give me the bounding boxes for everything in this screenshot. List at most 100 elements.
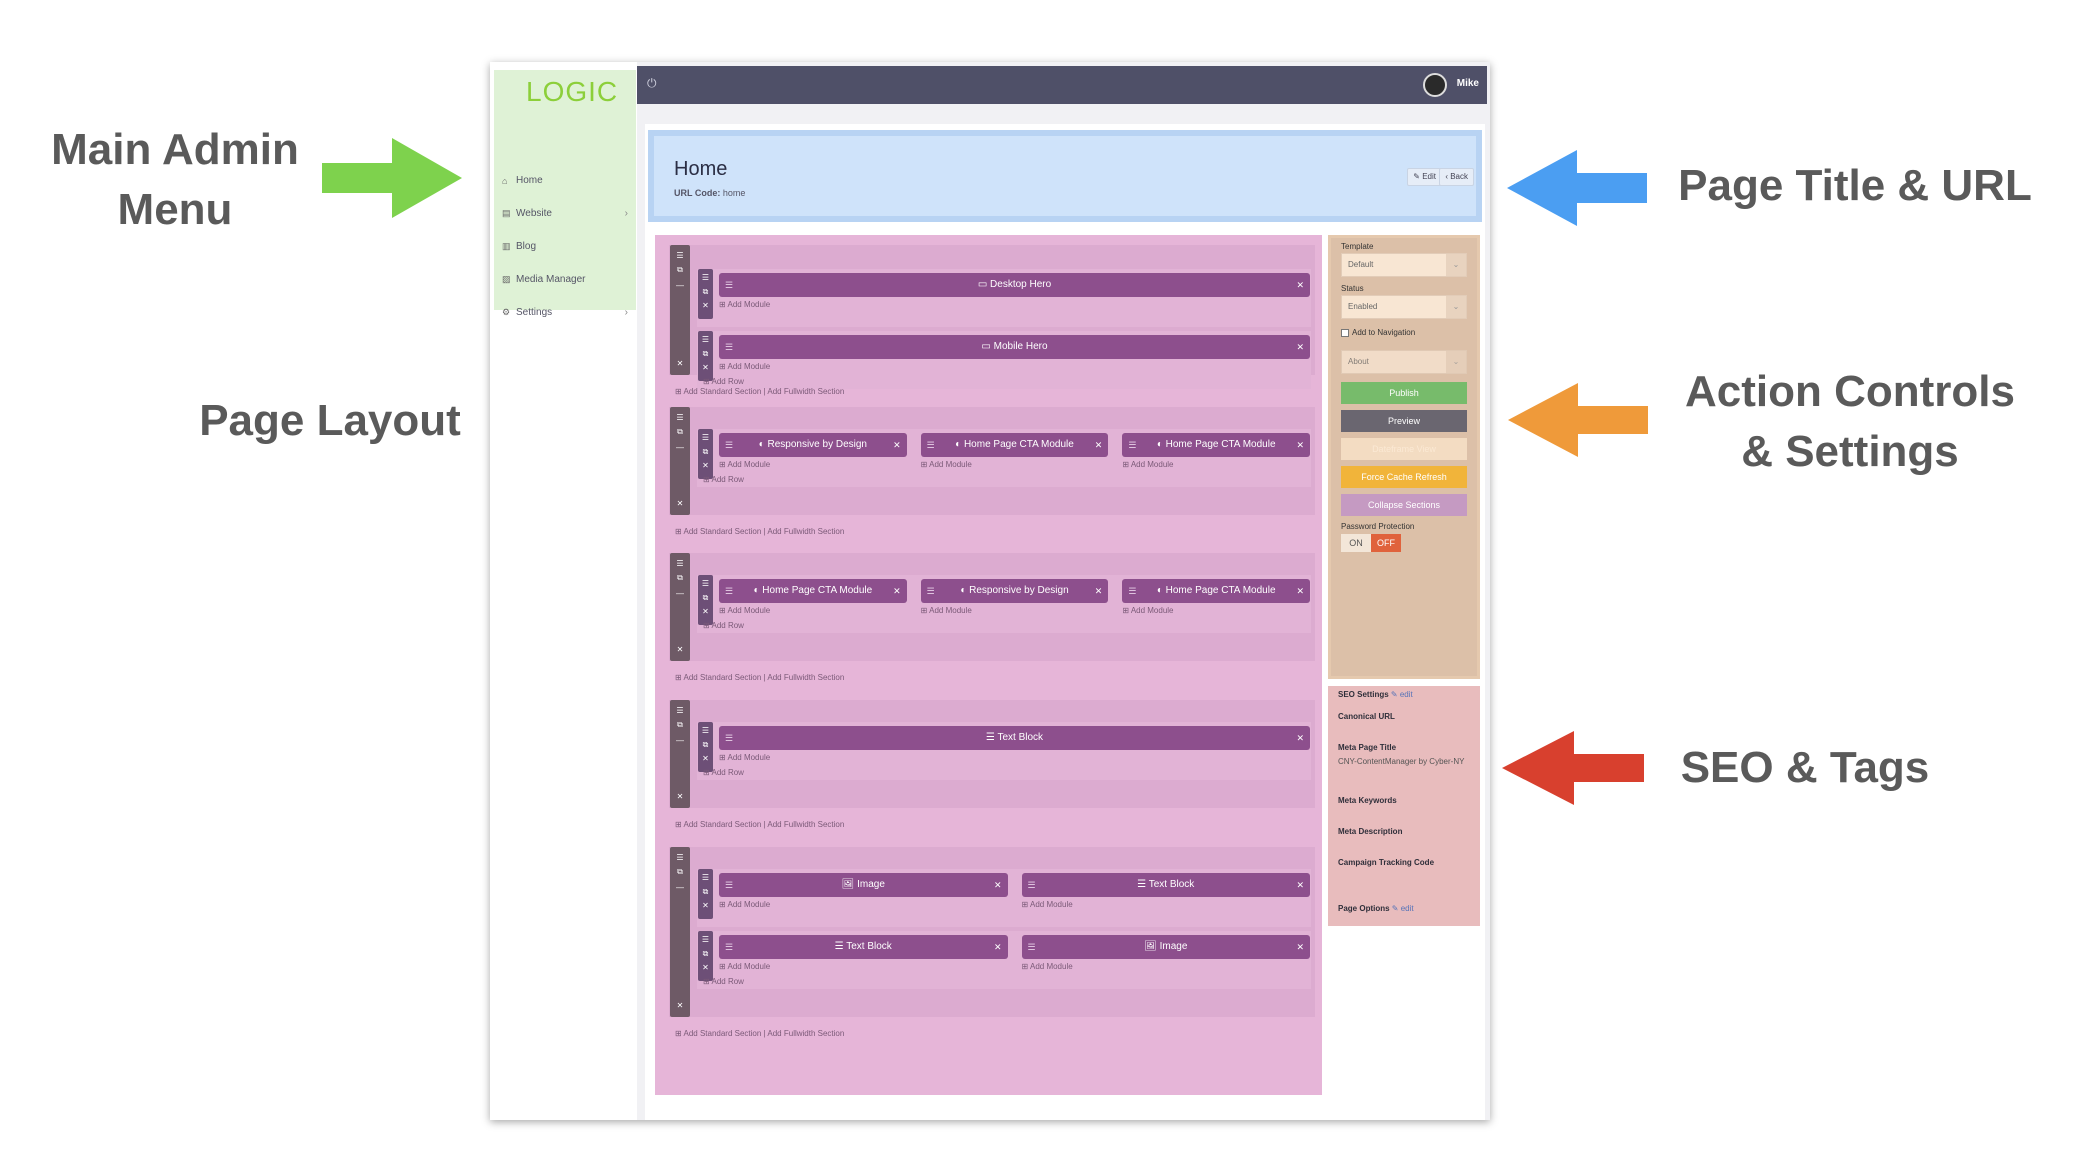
add-row-link[interactable]: ⊞ Add Row	[703, 475, 744, 484]
close-icon[interactable]: ✕	[702, 607, 709, 616]
copy-icon[interactable]: ⧉	[677, 427, 683, 436]
close-icon[interactable]: ✕	[1296, 733, 1304, 743]
drag-handle-icon[interactable]: ☰	[676, 706, 684, 715]
preview-button[interactable]: Preview	[1341, 410, 1467, 432]
add-module-link[interactable]: ⊞ Add Module	[1021, 962, 1073, 971]
user-name[interactable]: Mike	[1456, 78, 1479, 89]
checkbox-box[interactable]	[1341, 328, 1349, 337]
layout-module[interactable]: ☰▭ Desktop Hero✕	[719, 273, 1310, 297]
close-icon[interactable]: ✕	[1296, 942, 1304, 952]
close-icon[interactable]: ✕	[676, 359, 684, 368]
add-section-links[interactable]: ⊞ Add Standard Section | Add Fullwidth S…	[675, 820, 845, 829]
drag-handle-icon[interactable]: ☰	[725, 440, 734, 450]
row-handle[interactable]: ☰⧉✕	[698, 331, 713, 381]
drag-handle-icon[interactable]: ☰	[676, 853, 684, 862]
template-select[interactable]: Default⌄	[1341, 253, 1467, 277]
add-module-link[interactable]: ⊞ Add Module	[719, 460, 771, 469]
minimize-icon[interactable]: —	[676, 589, 684, 598]
section-handle[interactable]: ☰ ⧉ — ✕	[670, 847, 690, 1017]
section-handle[interactable]: ☰⧉—✕	[670, 553, 690, 661]
add-section-links[interactable]: ⊞ Add Standard Section | Add Fullwidth S…	[675, 387, 845, 396]
add-row-link[interactable]: ⊞ Add Row	[703, 768, 744, 777]
drag-handle-icon[interactable]: ☰	[701, 273, 710, 282]
section-handle[interactable]: ☰⧉—✕	[670, 407, 690, 515]
layout-module[interactable]: ☰☰ Text Block✕	[1021, 873, 1310, 897]
drag-handle-icon[interactable]: ☰	[725, 733, 734, 743]
copy-icon[interactable]: ⧉	[702, 593, 709, 602]
close-icon[interactable]: ✕	[702, 301, 709, 310]
close-icon[interactable]: ✕	[676, 792, 684, 801]
layout-module[interactable]: ☰🖼 Image✕	[719, 873, 1008, 897]
drag-handle-icon[interactable]: ☰	[725, 880, 734, 890]
copy-icon[interactable]: ⧉	[677, 720, 683, 729]
add-row-link[interactable]: ⊞ Add Row	[703, 621, 744, 630]
drag-handle-icon[interactable]: ☰	[676, 559, 684, 568]
force-cache-refresh-button[interactable]: Force Cache Refresh	[1341, 466, 1467, 488]
row-handle[interactable]: ☰ ⧉ ✕	[698, 931, 713, 981]
add-module-link[interactable]: ⊞ Add Module	[719, 300, 771, 309]
section-handle[interactable]: ☰ ⧉ — ✕	[670, 700, 690, 808]
minimize-icon[interactable]: —	[676, 883, 684, 892]
add-module-link[interactable]: ⊞ Add Module	[719, 753, 771, 762]
add-section-links[interactable]: ⊞ Add Standard Section | Add Fullwidth S…	[675, 1029, 845, 1038]
layout-module[interactable]: ☰◐ Responsive by Design✕	[920, 579, 1109, 603]
status-select[interactable]: Enabled⌄	[1341, 295, 1467, 319]
layout-module[interactable]: ☰◐ Home Page CTA Module✕	[1122, 579, 1310, 603]
add-module-link[interactable]: ⊞ Add Module	[1021, 900, 1073, 909]
seo-edit-link[interactable]: ✎ edit	[1390, 690, 1413, 699]
layout-module[interactable]: ☰▭ Mobile Hero✕	[719, 335, 1310, 359]
close-icon[interactable]: ✕	[993, 880, 1002, 890]
sidebar-item-settings[interactable]: ⚙Settings›	[502, 307, 628, 318]
close-icon[interactable]: ✕	[1296, 440, 1304, 450]
drag-handle-icon[interactable]: ☰	[1128, 586, 1137, 596]
drag-handle-icon[interactable]: ☰	[725, 586, 734, 596]
close-icon[interactable]: ✕	[702, 461, 709, 470]
drag-handle-icon[interactable]: ☰	[926, 586, 935, 596]
close-icon[interactable]: ✕	[1094, 586, 1103, 596]
drag-handle-icon[interactable]: ☰	[1027, 880, 1036, 890]
drag-handle-icon[interactable]: ☰	[725, 942, 734, 952]
collapse-sections-button[interactable]: Collapse Sections	[1341, 494, 1467, 516]
add-section-links[interactable]: ⊞ Add Standard Section | Add Fullwidth S…	[675, 527, 845, 536]
drag-handle-icon[interactable]: ☰	[701, 726, 710, 735]
drag-handle-icon[interactable]: ☰	[701, 433, 710, 442]
close-icon[interactable]: ✕	[893, 586, 901, 596]
page-options-edit-link[interactable]: ✎ edit	[1391, 904, 1414, 913]
drag-handle-icon[interactable]: ☰	[1128, 440, 1137, 450]
add-module-link[interactable]: ⊞ Add Module	[719, 362, 771, 371]
password-off-toggle[interactable]: OFF	[1371, 534, 1401, 552]
sidebar-item-website[interactable]: ▤Website›	[502, 208, 628, 219]
close-icon[interactable]: ✕	[1094, 440, 1103, 450]
close-icon[interactable]: ✕	[676, 1001, 684, 1010]
drag-handle-icon[interactable]: ☰	[701, 935, 710, 944]
close-icon[interactable]: ✕	[702, 963, 709, 972]
drag-handle-icon[interactable]: ☰	[676, 251, 684, 260]
copy-icon[interactable]: ⧉	[677, 867, 683, 876]
layout-module[interactable]: ☰◐ Responsive by Design✕	[719, 433, 907, 457]
add-module-link[interactable]: ⊞ Add Module	[719, 606, 771, 615]
power-icon[interactable]: ⏻	[647, 76, 657, 90]
add-row-link[interactable]: ⊞ Add Row	[703, 377, 744, 386]
close-icon[interactable]: ✕	[676, 499, 684, 508]
copy-icon[interactable]: ⧉	[677, 265, 683, 274]
copy-icon[interactable]: ⧉	[702, 887, 709, 896]
close-icon[interactable]: ✕	[1296, 280, 1304, 290]
publish-button[interactable]: Publish	[1341, 382, 1467, 404]
sidebar-item-media-manager[interactable]: ▨Media Manager	[502, 274, 628, 285]
add-module-link[interactable]: ⊞ Add Module	[719, 900, 771, 909]
dateframe-view-button[interactable]: Dateframe View	[1341, 438, 1467, 460]
edit-button[interactable]: ✎ Edit	[1407, 168, 1442, 186]
close-icon[interactable]: ✕	[893, 440, 901, 450]
drag-handle-icon[interactable]: ☰	[926, 440, 935, 450]
copy-icon[interactable]: ⧉	[702, 287, 709, 296]
minimize-icon[interactable]: —	[676, 736, 684, 745]
drag-handle-icon[interactable]: ☰	[676, 413, 684, 422]
layout-module[interactable]: ☰🖼 Image✕	[1021, 935, 1310, 959]
copy-icon[interactable]: ⧉	[702, 949, 709, 958]
sidebar-item-blog[interactable]: ▥Blog	[502, 241, 628, 252]
nav-parent-select[interactable]: About⌄	[1341, 350, 1467, 374]
add-module-link[interactable]: ⊞ Add Module	[1122, 606, 1174, 615]
layout-module[interactable]: ☰◐ Home Page CTA Module✕	[920, 433, 1109, 457]
back-button[interactable]: ‹ Back	[1439, 168, 1474, 186]
close-icon[interactable]: ✕	[702, 901, 709, 910]
